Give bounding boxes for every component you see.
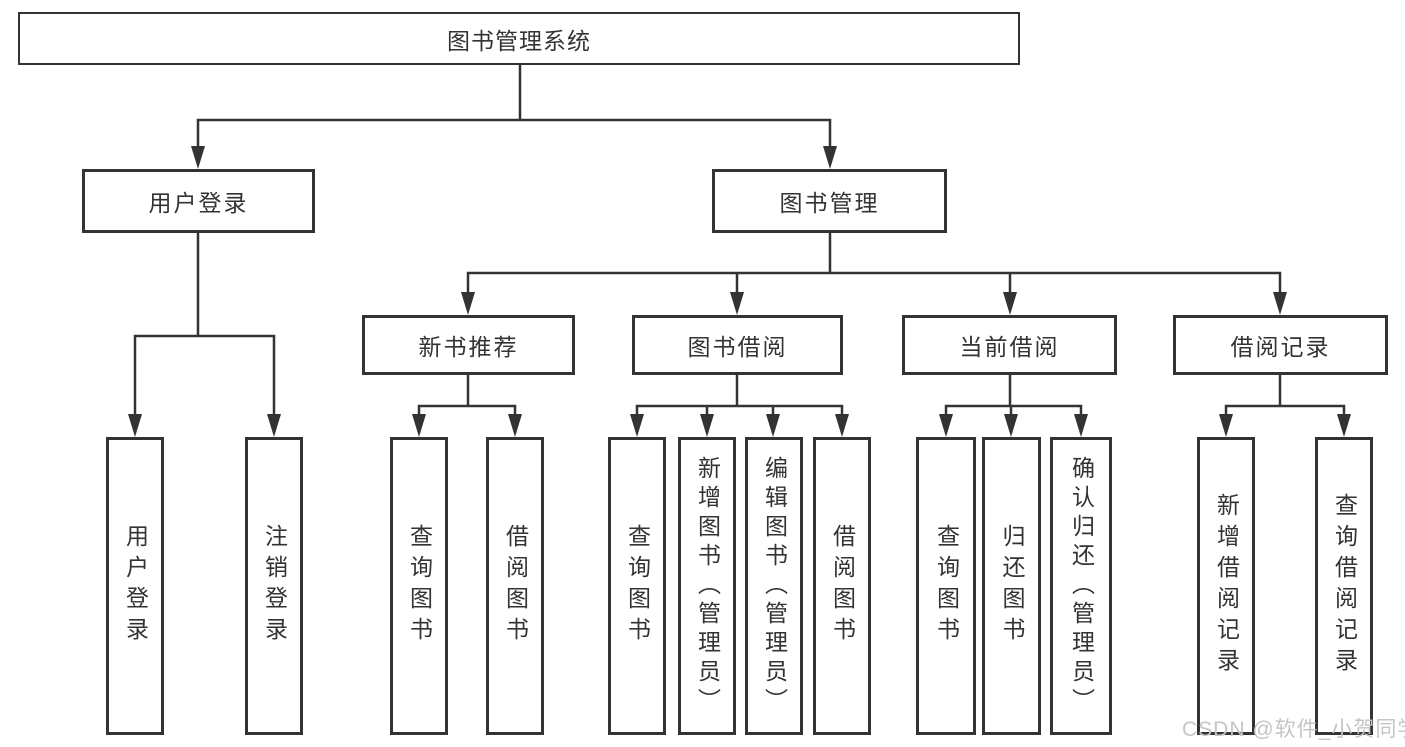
leaf-current-query-books: 查询图书: [916, 437, 976, 735]
leaf-borrow-borrow-books: 借阅图书: [813, 437, 871, 735]
node-book-management-branch: 图书管理: [712, 169, 947, 233]
leaf-recommend-borrow-books: 借阅图书: [486, 437, 544, 735]
node-new-book-recommend: 新书推荐: [362, 315, 575, 375]
leaf-borrow-query-books: 查询图书: [608, 437, 666, 735]
csdn-watermark: CSDN @软件_小贺同学: [1182, 718, 1405, 741]
leaf-logout: 注销登录: [245, 437, 303, 735]
node-root-system: 图书管理系统: [18, 12, 1020, 65]
node-book-borrow: 图书借阅: [632, 315, 843, 375]
leaf-borrow-edit-books-admin: 编辑图书（管理员）: [745, 437, 803, 735]
node-borrow-records: 借阅记录: [1173, 315, 1388, 375]
node-user-login-branch: 用户登录: [82, 169, 315, 233]
leaf-current-confirm-return-admin: 确认归还（管理员）: [1050, 437, 1112, 735]
leaf-records-query-record: 查询借阅记录: [1315, 437, 1373, 735]
leaf-records-add-record: 新增借阅记录: [1197, 437, 1255, 735]
leaf-user-login: 用户登录: [106, 437, 164, 735]
leaf-borrow-add-books-admin: 新增图书（管理员）: [678, 437, 736, 735]
leaf-current-return-books: 归还图书: [982, 437, 1041, 735]
leaf-recommend-query-books: 查询图书: [390, 437, 448, 735]
node-current-borrow: 当前借阅: [902, 315, 1117, 375]
